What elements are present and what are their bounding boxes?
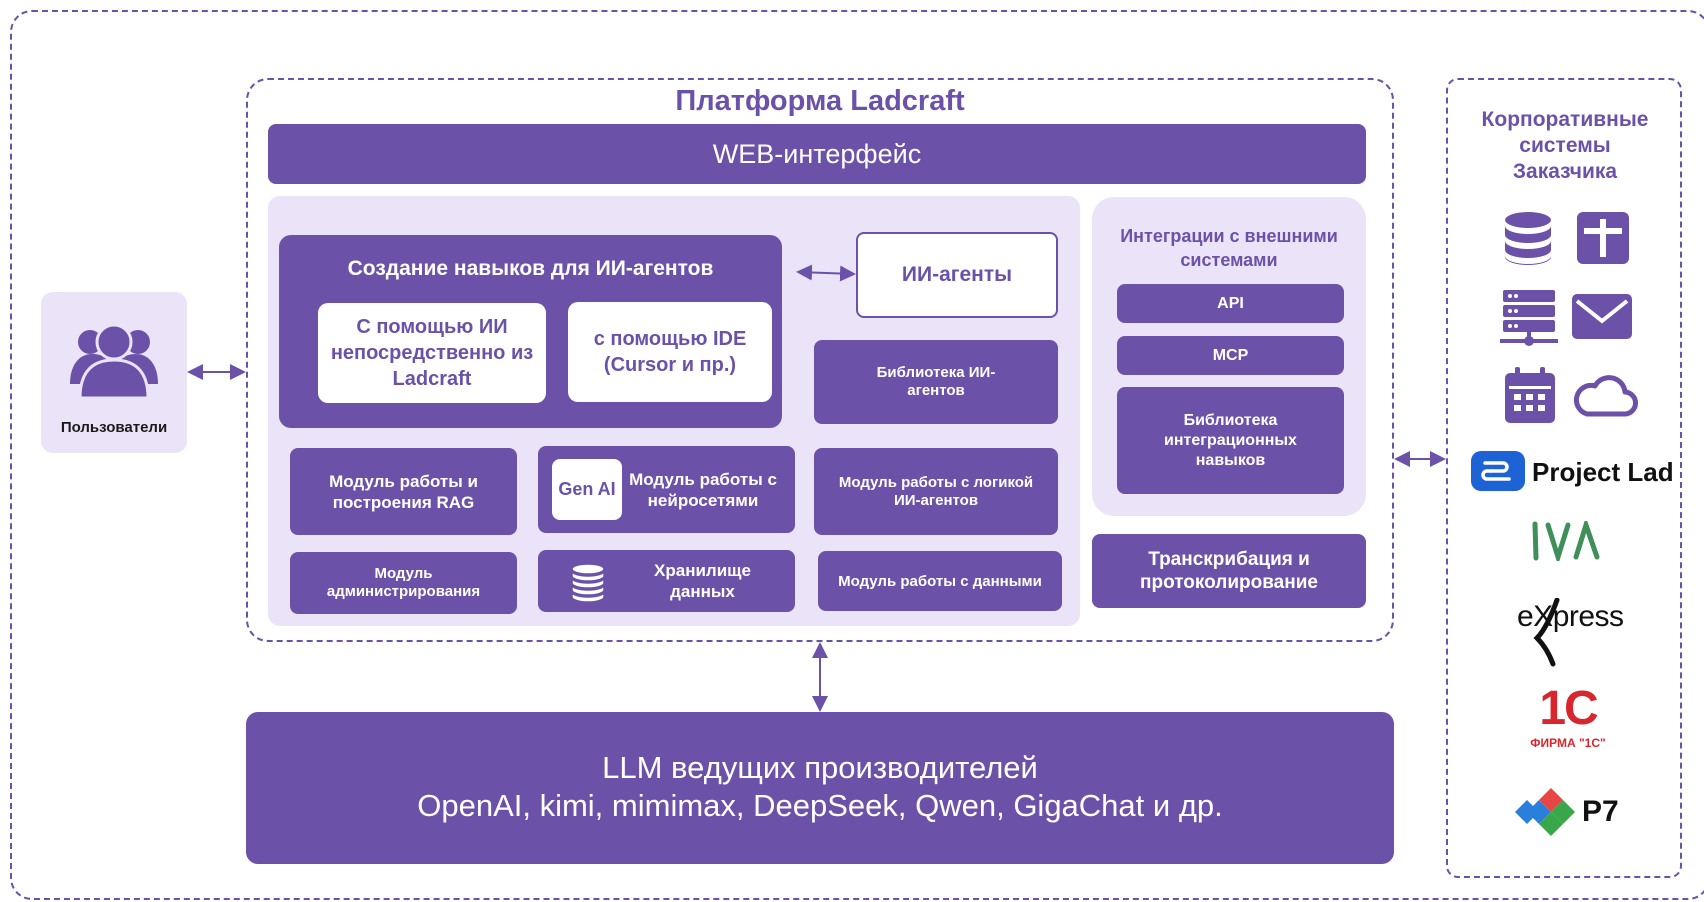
users-icon [68, 320, 160, 402]
outer-frame [10, 10, 1704, 900]
platform-frame [246, 78, 1394, 642]
llm-providers: OpenAI, kimi, mimimax, DeepSeek, Qwen, G… [417, 788, 1223, 823]
express-logo: eXpress [1517, 600, 1624, 633]
genai-badge: Gen AI [552, 459, 622, 520]
ai-agents-box[interactable]: ИИ-агенты [856, 232, 1058, 318]
rag-module[interactable]: Модуль работы и построения RAG [290, 448, 517, 535]
corporate-title: Корпоративные системы Заказчика [1481, 108, 1649, 183]
api-box[interactable]: API [1117, 284, 1344, 323]
project-lad-logo: Project Lad [1532, 457, 1674, 487]
onec-logo-caption: ФИРМА "1С" [1530, 736, 1606, 750]
neural-module-label: Модуль работы с нейросетями [629, 469, 777, 510]
calendar-icon [1505, 367, 1555, 423]
plus-icon [1577, 212, 1629, 264]
server-icon [1500, 290, 1558, 346]
transcription-box[interactable]: Транскрибация и протоколирование [1092, 534, 1366, 608]
users-label: Пользователи [60, 418, 168, 436]
llm-bar[interactable] [246, 712, 1394, 864]
corporate-frame [1446, 78, 1682, 878]
integrations-title: Интеграции с внешними системами [1120, 226, 1338, 270]
data-module[interactable]: Модуль работы с данными [818, 551, 1062, 611]
cloud-icon [1572, 372, 1638, 418]
skills-option-ai[interactable]: С помощью ИИ непосредственно из Ladcraft [318, 303, 546, 403]
admin-module[interactable]: Модуль администрирования [290, 552, 517, 614]
onec-logo-mark: 1С [1539, 681, 1598, 735]
skills-title: Создание навыков для ИИ-агентов [347, 257, 714, 280]
skills-option-ide[interactable]: с помощью IDE (Cursor и пр.) [568, 302, 772, 402]
mcp-box[interactable]: MCP [1117, 336, 1344, 375]
database-icon [570, 562, 606, 602]
r7-logo: Р7 [1582, 795, 1619, 828]
iva-logo-icon [1530, 521, 1604, 561]
logic-module[interactable]: Модуль работы с логикой ИИ-агентов [814, 448, 1058, 535]
platform-title: Платформа Ladcraft [675, 84, 965, 117]
project-lad-logo-icon [1471, 451, 1525, 491]
storage-module-label: Хранилище данных [654, 561, 751, 601]
r7-logo-icon [1511, 788, 1575, 836]
express-swoosh-icon [1527, 598, 1567, 668]
llm-title: LLM ведущих производителей [602, 750, 1038, 785]
web-interface-bar[interactable]: WEB-интерфейс [268, 124, 1366, 184]
mail-icon [1572, 294, 1632, 339]
agents-library[interactable]: Библиотека ИИ-агентов [814, 340, 1058, 424]
database-icon [1504, 211, 1552, 265]
integrations-library[interactable]: Библиотека интеграционных навыков [1117, 387, 1344, 494]
